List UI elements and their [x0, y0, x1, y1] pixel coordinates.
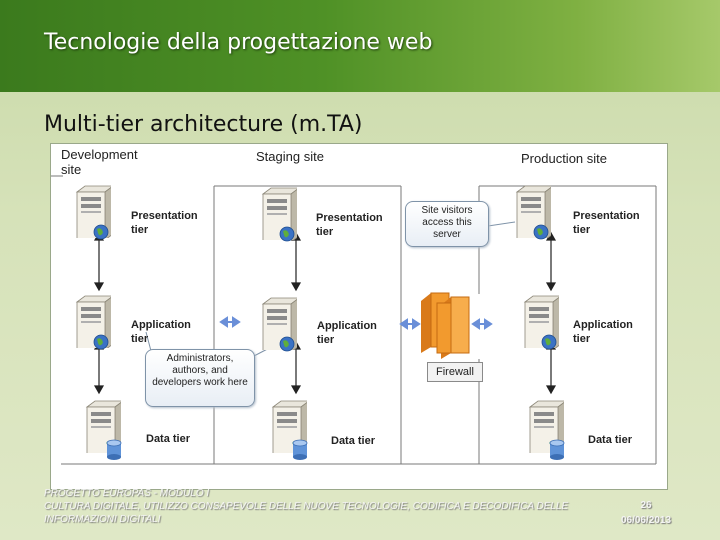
- prod-data-label: Data tier: [588, 434, 633, 446]
- dev-presentation-globe-icon: [93, 224, 109, 240]
- footer-line-1: PROGETTO EUROPAS - MODULO I: [44, 488, 210, 499]
- staging-data-label: Data tier: [331, 435, 376, 447]
- prod-application-label: Application tier: [573, 319, 633, 345]
- prod-presentation-globe-icon: [533, 224, 549, 240]
- prod-presentation-label: Presentation tier: [573, 210, 640, 236]
- footer-meta: 26 06/06/2013: [600, 498, 692, 528]
- slide-title: Tecnologie della progettazione web: [44, 30, 433, 55]
- dev-data-database-icon: [106, 439, 122, 460]
- prod-application-globe-icon: [541, 334, 557, 350]
- dev-application-label: Application tier: [131, 319, 191, 345]
- dev-data-server-icon: [85, 400, 121, 453]
- footer-project: PROGETTO EUROPAS - MODULO I CULTURA DIGI…: [44, 487, 584, 526]
- slide-subtitle: Multi-tier architecture (m.TA): [44, 112, 363, 137]
- slide-header: Tecnologie della progettazione web: [0, 0, 720, 92]
- site-label-production: Production site: [521, 151, 607, 166]
- dev-data-label: Data tier: [146, 433, 191, 445]
- staging-data-database-icon: [292, 439, 308, 460]
- staging-application-globe-icon: [279, 336, 295, 352]
- admins-callout: Administrators, authors, and developers …: [145, 349, 255, 407]
- double-arrow-icon: [219, 316, 493, 330]
- prod-data-database-icon: [549, 439, 565, 460]
- staging-presentation-label: Presentation tier: [316, 212, 383, 238]
- site-label-development: Development site: [61, 147, 138, 177]
- staging-presentation-globe-icon: [279, 226, 295, 242]
- dev-presentation-label: Presentation tier: [131, 210, 198, 236]
- firewall-label: Firewall: [427, 362, 483, 382]
- footer-date: 06/06/2013: [620, 515, 672, 526]
- site-label-staging: Staging site: [256, 149, 324, 164]
- visitors-callout: Site visitors access this server: [405, 201, 489, 247]
- firewall-icon: [421, 292, 470, 359]
- architecture-diagram: Development site Staging site Production…: [50, 143, 668, 490]
- dev-application-globe-icon: [93, 334, 109, 350]
- page-number: 26: [640, 500, 652, 511]
- footer-line-2: CULTURA DIGITALE, UTILIZZO CONSAPEVOLE D…: [44, 501, 569, 525]
- staging-application-label: Application tier: [317, 320, 377, 346]
- prod-data-server-icon: [528, 400, 564, 453]
